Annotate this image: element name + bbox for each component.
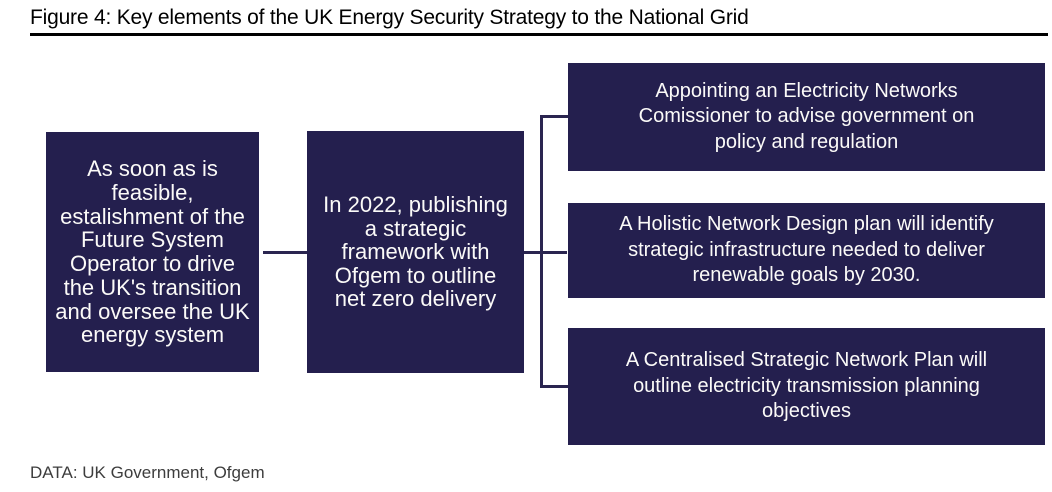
- node-future-system-operator: As soon as is feasible, estalishment of …: [46, 132, 259, 372]
- title-underline: [30, 33, 1048, 36]
- node-centralised-strategic-network-plan: A Centralised Strategic Network Plan wil…: [568, 328, 1045, 445]
- connector-bracket-vertical: [540, 115, 543, 388]
- node-strategic-framework: In 2022, publishing a strategic framewor…: [307, 131, 524, 373]
- connector-stub-top: [542, 115, 568, 118]
- figure-title: Figure 4: Key elements of the UK Energy …: [30, 6, 749, 29]
- connector-left-to-middle: [263, 251, 307, 254]
- data-source-caption: DATA: UK Government, Ofgem: [30, 463, 265, 482]
- connector-middle-to-bracket: [524, 251, 567, 254]
- node-text: In 2022, publishing a strategic framewor…: [323, 192, 508, 312]
- node-electricity-networks-commissioner: Appointing an Electricity Networks Comis…: [568, 63, 1045, 171]
- node-text: A Centralised Strategic Network Plan wil…: [625, 349, 988, 423]
- node-text: As soon as is feasible, estalishment of …: [55, 156, 250, 348]
- node-text: A Holistic Network Design plan will iden…: [619, 213, 994, 287]
- node-holistic-network-design: A Holistic Network Design plan will iden…: [568, 203, 1045, 298]
- node-text: Appointing an Electricity Networks Comis…: [638, 79, 975, 153]
- connector-stub-bottom: [542, 385, 568, 388]
